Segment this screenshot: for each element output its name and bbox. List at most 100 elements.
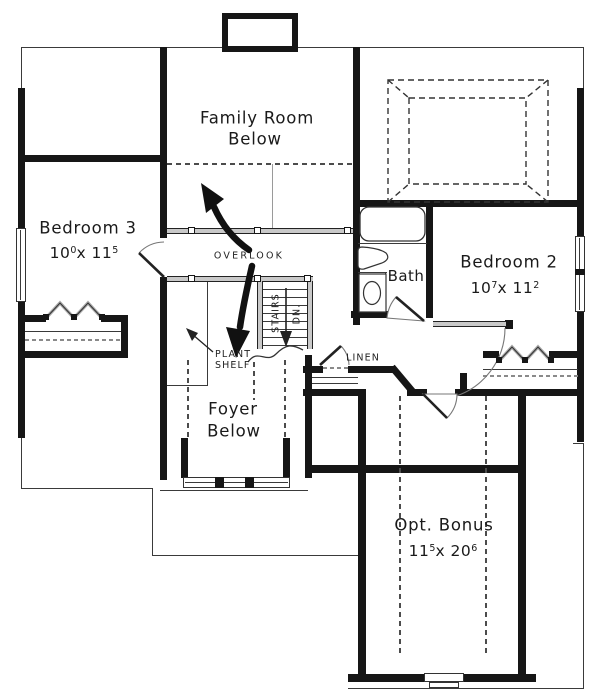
room-label-bedroom3: Bedroom 3 — [39, 218, 137, 238]
linen-shelf-line-1 — [312, 377, 358, 379]
roof-line-right-upper — [583, 47, 585, 89]
wall-bonus-bottom-right — [463, 674, 536, 682]
bedroom3-closet-rod-dashed — [25, 339, 121, 341]
bedroom2-window-mullion — [575, 269, 585, 275]
wall-foyer-left-outer — [160, 277, 167, 480]
linen-shelf-line-2 — [312, 383, 358, 385]
bonus-opening — [424, 673, 464, 682]
label-stairs-dn: DN. — [291, 303, 303, 325]
toilet-partition-line — [385, 272, 387, 312]
label-stairs: STAIRS — [270, 293, 282, 333]
stair-tread — [263, 321, 307, 323]
curved-arrow-up-icon — [201, 183, 253, 254]
railing-post — [304, 275, 311, 282]
plant-shelf-pointer-icon — [186, 328, 214, 353]
bath-door — [386, 296, 426, 322]
door-jamb-bedroom2-right — [505, 320, 513, 329]
room-dimensions-bedroom2: 107x 112 — [470, 279, 540, 297]
wall-bedroom3-closet-bottom — [18, 351, 128, 358]
bathtub-icon — [359, 206, 426, 242]
stair-tread — [263, 305, 307, 307]
wall-family-room-left — [160, 47, 167, 238]
stair-tread — [263, 297, 307, 299]
room-dimensions-bedroom3: 100x 115 — [49, 244, 119, 262]
family-room-floor-edge-dashed — [167, 163, 353, 165]
wall-exterior-right-upper — [577, 88, 584, 236]
bedroom3-closet-bifold-icon — [43, 300, 105, 320]
foyer-window-mullion-1 — [215, 477, 224, 488]
wall-bedroom3-closet-front-left — [18, 315, 46, 322]
roof-line-right-lower — [583, 443, 585, 689]
railing-post — [254, 227, 261, 234]
roof-line-left-lower — [21, 437, 23, 489]
room-label-foyer-line2: Below — [207, 421, 261, 441]
wall-linen-top-left — [303, 366, 323, 373]
room-label-bedroom2: Bedroom 2 — [460, 252, 558, 272]
railing-post — [344, 227, 351, 234]
stair-tread — [263, 289, 307, 291]
roof-step-v — [152, 488, 154, 556]
roof-step-right — [573, 443, 583, 445]
plant-shelf-edge-horizontal — [167, 385, 207, 387]
wall-foyer-right-inner — [283, 438, 290, 478]
bonus-door — [421, 393, 458, 419]
bedroom2-closet-bifold-icon — [496, 344, 554, 363]
bedroom3-window-glass-line — [20, 230, 22, 300]
linen-door — [319, 345, 350, 366]
stair-rail-right — [307, 281, 313, 349]
overlook-floor-edge — [272, 164, 274, 229]
wall-linen-bottom — [303, 389, 362, 396]
wall-bath-right — [426, 200, 433, 318]
foyer-window-mullion-2 — [245, 477, 254, 488]
label-overlook: OVERLOOK — [213, 250, 285, 262]
wall-bonus-left — [358, 389, 366, 682]
stair-tread — [263, 329, 307, 331]
foyer-opening-dashed-left — [187, 360, 189, 438]
stair-tread — [263, 345, 307, 347]
label-linen: LINEN — [346, 352, 380, 364]
wall-bath-bottom — [351, 311, 388, 318]
bath-vanity-line — [358, 272, 387, 274]
wall-bonus-right — [518, 389, 526, 682]
roof-line-top-left — [21, 47, 222, 49]
room-label-bath: Bath — [387, 267, 425, 285]
tray-ceiling-icon — [387, 79, 549, 203]
roof-line-top-right — [298, 47, 584, 49]
bedroom2-doorway-threshold — [433, 321, 506, 327]
stair-opening-dashed — [253, 362, 255, 400]
bedroom2-closet-shelf-line — [483, 369, 578, 371]
roof-step-h1 — [21, 488, 153, 490]
wall-bedroom3-top — [18, 155, 167, 162]
wall-exterior-right-mid — [577, 312, 584, 442]
railing-post — [188, 227, 195, 234]
tub-deck-line — [358, 243, 427, 245]
stair-tread — [263, 313, 307, 315]
label-plant-shelf-line1: PLANT — [215, 349, 252, 360]
wall-bedroom2-closet-front-left — [483, 351, 499, 358]
bonus-ceiling-dashed-right — [485, 396, 487, 656]
stair-tread — [263, 337, 307, 339]
sink-icon — [357, 246, 389, 270]
foyer-window-glass-line — [185, 482, 288, 484]
wall-hall-top — [348, 366, 395, 373]
bonus-ceiling-dashed-left — [399, 396, 401, 656]
wall-foyer-right-outer — [305, 355, 312, 478]
wall-exterior-left-lower — [18, 302, 25, 438]
bedroom2-closet-rod-dashed — [483, 375, 578, 377]
foyer-opening-dashed-right — [284, 360, 286, 438]
label-plant-shelf-line2: SHELF — [215, 360, 251, 371]
room-label-bonus: Opt. Bonus — [394, 515, 494, 535]
wall-hall-bottom — [305, 465, 526, 473]
bonus-opening-sill — [429, 682, 459, 688]
room-label-family-room-line2: Below — [228, 129, 282, 149]
roof-line-bottom — [348, 688, 584, 690]
stair-rail-left — [257, 281, 263, 349]
roof-step-h2 — [152, 555, 363, 557]
wall-upper-right-separator — [353, 200, 583, 207]
room-label-family-room-line1: Family Room — [199, 108, 315, 128]
bedroom3-door — [138, 241, 165, 278]
railing-post — [254, 275, 261, 282]
plant-shelf-edge-vertical — [207, 282, 209, 386]
